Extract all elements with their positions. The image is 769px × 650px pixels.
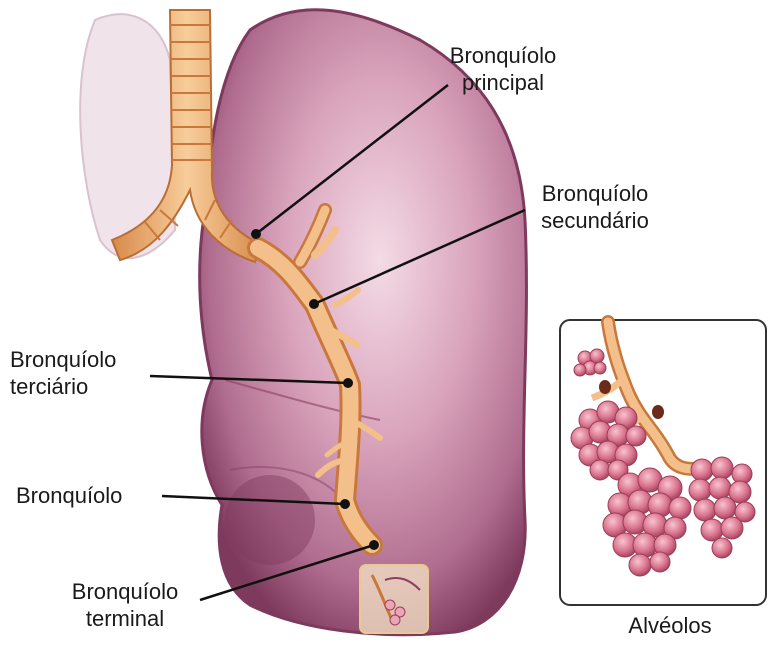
- label-line: terminal: [50, 605, 200, 632]
- label-bronchiole: Bronquíolo: [16, 482, 166, 509]
- label-secondary-bronchiole: Bronquíolo secundário: [520, 180, 670, 234]
- label-line: Bronquíolo: [10, 346, 160, 373]
- label-line: Bronquíolo: [50, 578, 200, 605]
- label-tertiary-bronchiole: Bronquíolo terciário: [10, 346, 160, 400]
- alveoli-inset: [560, 320, 766, 605]
- label-primary-bronchiole: Bronquíolo principal: [438, 42, 568, 96]
- label-alveoli: Alvéolos: [595, 612, 745, 639]
- label-line: Alvéolos: [595, 612, 745, 639]
- label-line: principal: [438, 69, 568, 96]
- label-line: Bronquíolo: [520, 180, 670, 207]
- label-line: terciário: [10, 373, 160, 400]
- label-line: secundário: [520, 207, 670, 234]
- label-line: Bronquíolo: [16, 482, 166, 509]
- label-line: Bronquíolo: [438, 42, 568, 69]
- label-terminal-bronchiole: Bronquíolo terminal: [50, 578, 200, 632]
